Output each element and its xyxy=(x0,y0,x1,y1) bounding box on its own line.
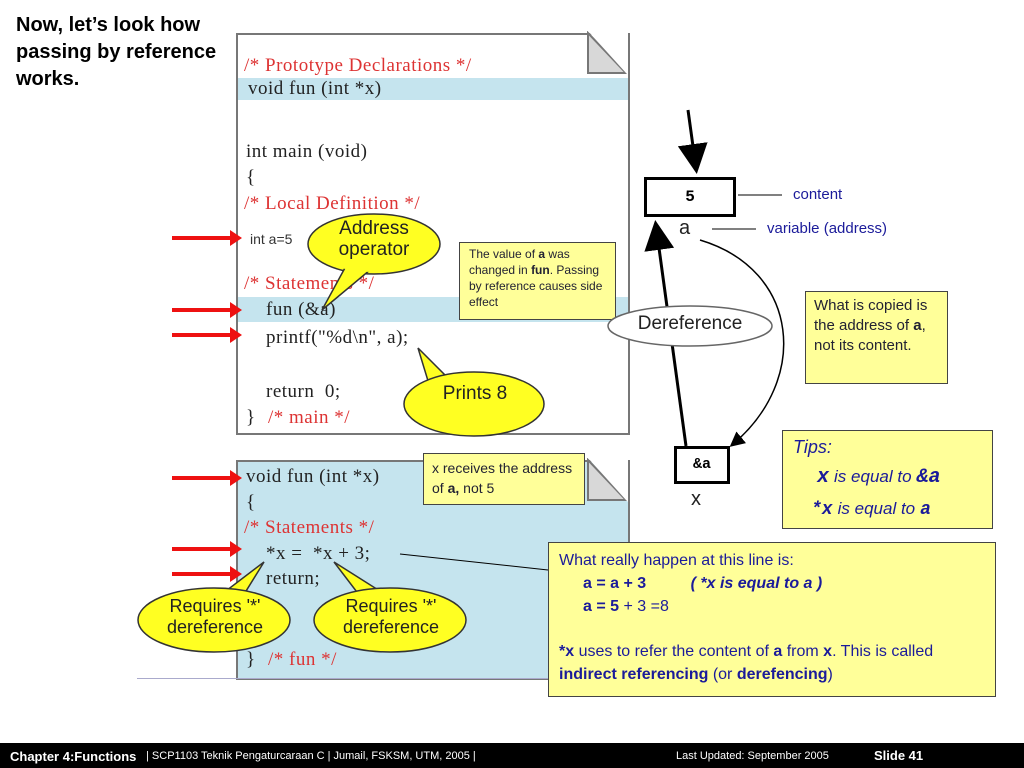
address-operator-text: Address operator xyxy=(338,218,410,260)
note-value-changed: The value of a was changed in fun. Passi… xyxy=(459,242,616,320)
return-line: return 0; xyxy=(266,381,341,402)
fun-brace-open: { xyxy=(246,492,256,513)
prints-bubble xyxy=(403,347,545,437)
note-x-receives: x receives the address of a, not 5 xyxy=(423,453,585,505)
fun-doc-corner xyxy=(587,458,628,502)
explanation-box: What really happen at this line is: a = … xyxy=(548,542,996,697)
main-brace-close: } xyxy=(246,407,256,428)
tips-box: Tips: x is equal to &a *x is equal to a xyxy=(782,430,993,529)
address-operator-bubble xyxy=(307,213,441,311)
prototype-line: void fun (int *x) xyxy=(248,78,382,99)
fun-return: return; xyxy=(266,568,321,589)
label-variable-address: variable (address) xyxy=(767,220,888,237)
fun-statement: *x = *x + 3; xyxy=(266,543,371,564)
tips-line-1: x is equal to &a xyxy=(817,466,941,489)
prints-text: Prints 8 xyxy=(442,383,508,404)
variable-a-box: 5 xyxy=(644,177,736,217)
slide-heading: Now, let’s look how passing by reference… xyxy=(16,14,217,90)
requires-deref-bubble-1 xyxy=(137,561,291,653)
footer-chapter: Chapter 4:Functions xyxy=(10,749,137,764)
dereference-text: Dereference xyxy=(637,313,743,334)
explain-line-2: a = a + 3 ( *x is equal to a ) xyxy=(583,575,823,592)
tips-title: Tips: xyxy=(793,437,832,457)
explain-line-3: a = 5 + 3 =8 xyxy=(583,598,669,615)
footer-slide-number: Slide 41 xyxy=(874,748,924,763)
int-a-line: int a=5 xyxy=(250,231,293,247)
requires-deref-text-1: Requires '*' dereference xyxy=(166,596,264,637)
note-what-is-copied: What is copied is the address of a, not … xyxy=(805,291,948,384)
main-signature: int main (void) xyxy=(246,141,368,162)
requires-deref-bubble-2 xyxy=(313,561,467,653)
red-arrow-call xyxy=(172,302,242,318)
explain-paragraph: *x uses to refer the content of a from x… xyxy=(559,643,934,683)
variable-x-label: x xyxy=(691,488,701,510)
slide-footer: Chapter 4:Functions | SCP1103 Teknik Pen… xyxy=(0,743,1024,768)
comment-statements: /* Statements */ xyxy=(244,273,375,294)
red-arrow-fun-sig xyxy=(172,470,242,486)
dereference-bubble xyxy=(607,305,773,347)
requires-deref-text-2: Requires '*' dereference xyxy=(342,596,440,637)
fun-comment-statements: /* Statements */ xyxy=(244,517,375,538)
fun-comment-end: /* fun */ xyxy=(268,649,337,670)
main-doc-corner xyxy=(587,31,628,75)
proto-highlight xyxy=(238,78,628,100)
footer-course: | SCP1103 Teknik Pengaturcaraan C | Juma… xyxy=(146,750,476,762)
printf-line: printf("%d\n", a); xyxy=(266,327,409,348)
red-arrow-statement xyxy=(172,541,242,557)
fun-brace-close: } xyxy=(246,649,256,670)
comment-local: /* Local Definition */ xyxy=(244,193,421,214)
footer-updated: Last Updated: September 2005 xyxy=(676,750,829,762)
red-arrow-return xyxy=(172,566,242,582)
comment-prototype: /* Prototype Declarations */ xyxy=(244,55,472,76)
explain-line-1: What really happen at this line is: xyxy=(559,552,794,569)
label-content: content xyxy=(793,186,843,203)
baseline-rule xyxy=(137,678,557,679)
comment-main: /* main */ xyxy=(268,407,351,428)
tips-line-2: *x is equal to a xyxy=(811,499,931,520)
red-arrow-printf xyxy=(172,327,242,343)
variable-a-label: a xyxy=(679,217,691,239)
variable-x-box: &a xyxy=(674,446,730,484)
red-arrow-int-a xyxy=(172,230,242,246)
fun-signature: void fun (int *x) xyxy=(246,466,380,487)
main-brace-open: { xyxy=(246,167,256,188)
